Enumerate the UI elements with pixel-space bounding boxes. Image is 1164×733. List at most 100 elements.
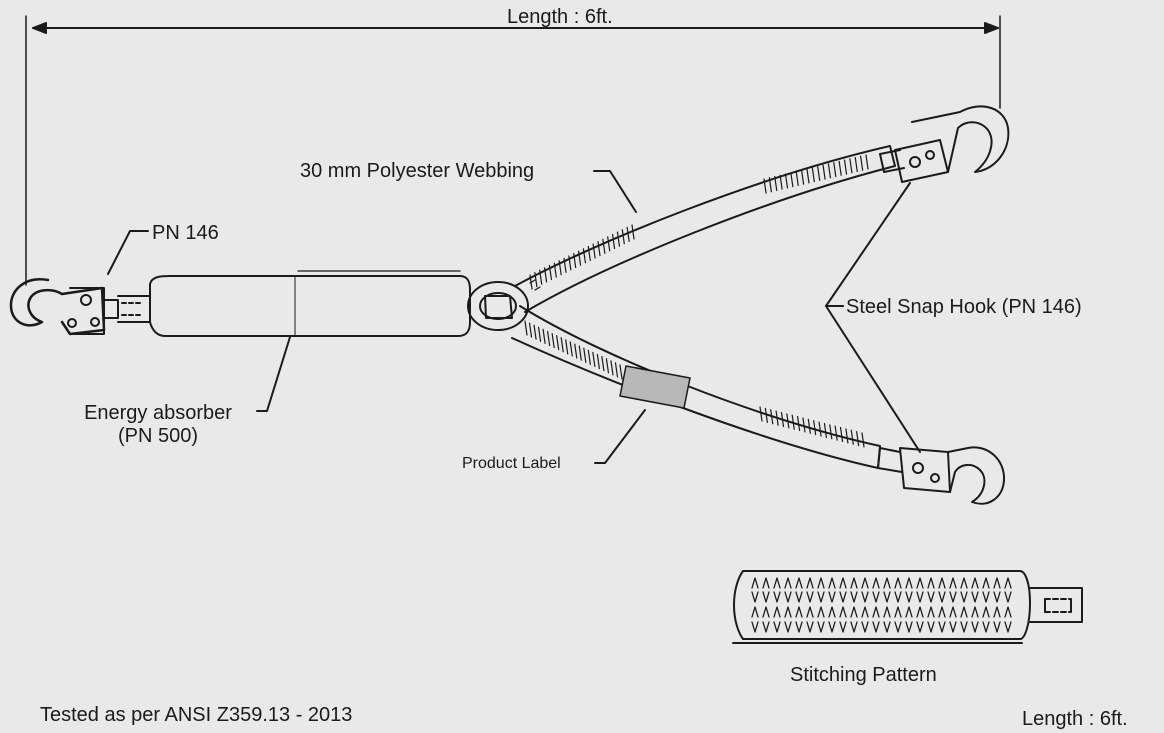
energy-absorber-label-line2: (PN 500) bbox=[117, 425, 199, 447]
stitch-mark bbox=[938, 591, 946, 603]
stitch-mark bbox=[795, 170, 799, 187]
stitch-mark bbox=[872, 577, 880, 589]
stitch-mark bbox=[751, 577, 759, 589]
stitch-mark bbox=[982, 577, 990, 589]
stitch-mark bbox=[823, 422, 828, 439]
stitch-mark bbox=[894, 591, 902, 603]
stitch-mark bbox=[971, 606, 979, 618]
lower-leg-stitches-far bbox=[759, 406, 865, 448]
energy-absorber-leader bbox=[256, 336, 291, 412]
energy-absorber-label: Energy absorber (PN 500) bbox=[58, 402, 258, 448]
stitch-mark bbox=[780, 411, 785, 428]
stitch-mark bbox=[817, 577, 825, 589]
stitch-mark bbox=[751, 621, 759, 633]
stitch-mark bbox=[551, 332, 555, 349]
stitch-mark bbox=[872, 591, 880, 603]
stitch-mark bbox=[784, 621, 792, 633]
tested-standard-label: Tested as per ANSI Z359.13 - 2013 bbox=[40, 704, 353, 726]
stitch-mark bbox=[784, 591, 792, 603]
stitch-mark bbox=[762, 606, 770, 618]
stitch-mark bbox=[806, 577, 814, 589]
stitch-mark bbox=[574, 343, 578, 359]
stitch-mark bbox=[905, 591, 913, 603]
stitch-mark bbox=[560, 337, 564, 353]
stitch-mark bbox=[791, 414, 795, 430]
stitch-mark bbox=[839, 591, 847, 603]
bottom-length-label: Length : 6ft. bbox=[1022, 708, 1128, 730]
stitch-mark bbox=[784, 173, 789, 189]
stitch-mark bbox=[905, 621, 913, 633]
stitch-mark bbox=[553, 262, 557, 278]
stitch-mark bbox=[1004, 606, 1012, 618]
steel-snap-hook-label: Steel Snap Hook (PN 146) bbox=[846, 296, 1082, 318]
stitch-mark bbox=[773, 606, 781, 618]
stitch-mark bbox=[795, 577, 803, 589]
stitch-mark bbox=[872, 606, 880, 618]
stitch-mark bbox=[568, 255, 572, 271]
stitch-mark bbox=[850, 591, 858, 603]
stitch-mark bbox=[827, 163, 832, 179]
stitch-mark bbox=[592, 243, 596, 259]
center-connector bbox=[467, 281, 529, 331]
stitch-mark bbox=[537, 326, 542, 342]
stitch-mark bbox=[938, 621, 946, 633]
stitch-mark bbox=[751, 606, 759, 618]
stitch-mark bbox=[839, 426, 844, 443]
stitch-mark bbox=[811, 167, 815, 183]
stitch-mark bbox=[806, 168, 810, 184]
stitch-mark bbox=[872, 621, 880, 633]
stitch-mark bbox=[916, 621, 924, 633]
stitch-mark bbox=[894, 577, 902, 589]
stitch-mark bbox=[905, 606, 913, 618]
stitch-mark bbox=[861, 621, 869, 633]
stitch-mark bbox=[759, 406, 763, 422]
product-label-text: Product Label bbox=[462, 455, 561, 472]
stitch-mark bbox=[960, 577, 968, 589]
stitch-mark bbox=[806, 591, 814, 603]
stitch-mark bbox=[818, 421, 822, 437]
stitch-mark bbox=[828, 577, 836, 589]
stitch-mark bbox=[611, 233, 616, 250]
stitch-mark bbox=[860, 155, 864, 171]
product-label-patch bbox=[619, 365, 691, 409]
stitch-mark bbox=[971, 621, 979, 633]
stitch-mark bbox=[770, 409, 774, 425]
stitch-mark bbox=[843, 159, 848, 175]
stitch-mark bbox=[849, 158, 853, 174]
left-snap-hook bbox=[9, 278, 119, 336]
stitch-mark bbox=[828, 621, 836, 633]
stitch-mark bbox=[817, 606, 825, 618]
snap-hook-leader-top bbox=[825, 182, 911, 307]
stitch-mark bbox=[800, 169, 805, 185]
stitch-mark bbox=[839, 621, 847, 633]
stitch-mark bbox=[971, 591, 979, 603]
stitch-mark bbox=[817, 165, 821, 181]
pn146-label: PN 146 bbox=[152, 222, 219, 244]
stitch-mark bbox=[779, 174, 783, 190]
stitch-mark bbox=[547, 330, 551, 347]
stitch-mark bbox=[565, 339, 569, 355]
stitch-mark bbox=[916, 606, 924, 618]
stitch-mark bbox=[971, 577, 979, 589]
stitch-mark bbox=[763, 178, 767, 194]
stitch-mark bbox=[631, 224, 635, 240]
stitch-mark bbox=[768, 177, 772, 193]
stitch-mark bbox=[927, 577, 935, 589]
stitch-mark bbox=[762, 577, 770, 589]
top-length-label: Length : 6ft. bbox=[507, 6, 613, 28]
stitch-mark bbox=[762, 621, 770, 633]
stitch-mark bbox=[556, 335, 560, 351]
lower-right-snap-hook bbox=[877, 446, 1006, 505]
stitch-mark bbox=[949, 621, 957, 633]
stitch-mark bbox=[850, 577, 858, 589]
stitch-mark bbox=[838, 160, 842, 176]
stitch-mark bbox=[813, 420, 817, 436]
stitch-mark bbox=[773, 621, 781, 633]
stitching-pattern-sample bbox=[732, 570, 1083, 644]
stitch-mark bbox=[927, 621, 935, 633]
length-dimension-line bbox=[25, 15, 1001, 286]
stitch-mark bbox=[577, 250, 582, 266]
stitch-mark bbox=[861, 432, 865, 448]
stitch-mark bbox=[993, 591, 1001, 603]
